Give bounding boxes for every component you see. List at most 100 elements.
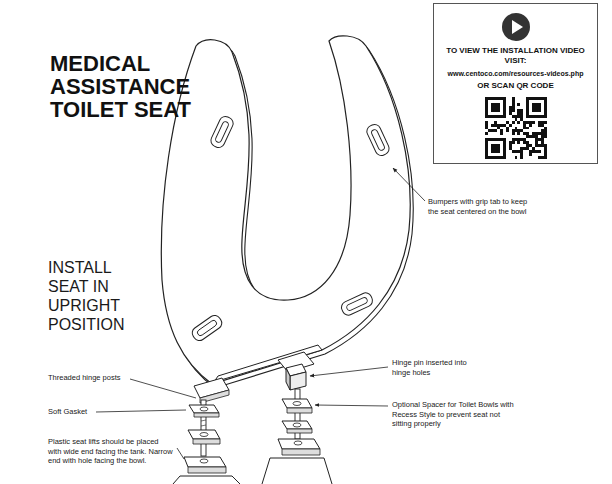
qr-module xyxy=(532,135,535,138)
qr-module xyxy=(526,132,529,135)
qr-module xyxy=(544,132,547,135)
qr-module xyxy=(517,115,520,118)
qr-module xyxy=(541,121,544,124)
qr-module xyxy=(490,124,493,127)
bumper xyxy=(365,123,391,158)
qr-module xyxy=(496,124,499,127)
qr-module xyxy=(496,127,499,130)
qr-module xyxy=(514,118,517,121)
qr-module xyxy=(511,141,514,144)
qr-module xyxy=(511,106,514,109)
leader-arrow xyxy=(310,367,388,376)
qr-module xyxy=(520,153,523,156)
qr-module xyxy=(511,109,514,112)
qr-info-box: TO VIEW THE INSTALLATION VIDEO VISIT: www… xyxy=(433,3,598,164)
qr-module xyxy=(526,135,529,138)
qr-module xyxy=(541,129,544,132)
soft-gasket xyxy=(189,405,219,413)
qr-module xyxy=(505,129,508,132)
qr-module xyxy=(485,124,488,127)
qr-module xyxy=(517,141,520,144)
qr-module xyxy=(499,124,502,127)
qr-finder xyxy=(485,97,506,118)
qr-module xyxy=(541,132,544,135)
qr-finder xyxy=(487,141,502,156)
qr-module xyxy=(523,132,526,135)
bumper xyxy=(190,313,224,343)
qr-module xyxy=(544,121,547,124)
qr-module xyxy=(541,124,544,127)
seat-lift xyxy=(188,467,226,473)
callout-label: Bumpers with grip tab to keep the seat c… xyxy=(428,197,533,216)
leader-arrow xyxy=(393,168,425,201)
qr-module xyxy=(529,144,532,147)
qr-module xyxy=(511,150,514,153)
soft-gasket xyxy=(282,421,312,429)
qr-module xyxy=(511,97,514,100)
qr-module xyxy=(523,127,526,130)
qr-module xyxy=(541,135,544,138)
qr-module xyxy=(508,124,511,127)
spacer xyxy=(193,439,220,444)
hinge-pin xyxy=(286,368,290,390)
gasket-hole xyxy=(200,407,208,411)
qr-module xyxy=(517,103,520,106)
qr-finder xyxy=(532,103,541,112)
qr-module xyxy=(535,135,538,138)
qr-module xyxy=(523,138,526,141)
qr-module xyxy=(517,112,520,115)
leader-line xyxy=(130,379,196,398)
qr-module xyxy=(517,129,520,132)
qr-module xyxy=(532,147,535,150)
qr-module xyxy=(485,121,488,124)
qr-finder xyxy=(529,100,544,115)
optional-spacer xyxy=(287,408,312,413)
callout-label: Soft Gasket xyxy=(48,407,128,417)
qr-module xyxy=(505,127,508,130)
lift-hole xyxy=(200,459,208,463)
qr-module xyxy=(511,121,514,124)
qr-module xyxy=(544,156,547,159)
qr-module xyxy=(544,129,547,132)
qr-module xyxy=(508,112,511,115)
qr-module xyxy=(535,144,538,147)
soft-gasket xyxy=(287,429,312,433)
qr-module xyxy=(485,132,488,135)
lift-hole xyxy=(294,441,302,445)
qr-module xyxy=(508,106,511,109)
qr-module xyxy=(538,156,541,159)
qr-finder xyxy=(490,103,499,112)
callout-label: Hinge pin inserted into hinge holes xyxy=(392,358,482,377)
qr-module xyxy=(541,156,544,159)
bumper xyxy=(209,115,235,150)
qr-module xyxy=(493,129,496,132)
seat-lift xyxy=(278,439,320,449)
qr-module xyxy=(520,112,523,115)
qr-module xyxy=(514,127,517,130)
qr-module xyxy=(535,141,538,144)
qr-module xyxy=(529,124,532,127)
qr-module xyxy=(535,150,538,153)
qr-module xyxy=(511,129,514,132)
qr-module xyxy=(523,124,526,127)
bumper xyxy=(340,291,375,317)
qr-module xyxy=(511,100,514,103)
qr-module xyxy=(529,153,532,156)
qr-module xyxy=(532,150,535,153)
qr-module xyxy=(538,144,541,147)
qr-module xyxy=(535,132,538,135)
bumper-tab xyxy=(215,121,230,143)
qr-module xyxy=(535,138,538,141)
qr-module xyxy=(490,129,493,132)
bumper-tab xyxy=(346,297,368,312)
qr-module xyxy=(538,124,541,127)
toilet-bowl xyxy=(173,476,240,484)
qr-module xyxy=(520,109,523,112)
qr-module xyxy=(520,129,523,132)
qr-module xyxy=(511,115,514,118)
bumper-body xyxy=(209,115,235,150)
url-text: www.centoco.com/resources-videos.php xyxy=(440,69,591,78)
qr-finder xyxy=(487,100,502,115)
box-text: TO VIEW THE INSTALLATION VIDEO VISIT: xyxy=(440,46,591,66)
bumper-tab xyxy=(196,319,217,337)
